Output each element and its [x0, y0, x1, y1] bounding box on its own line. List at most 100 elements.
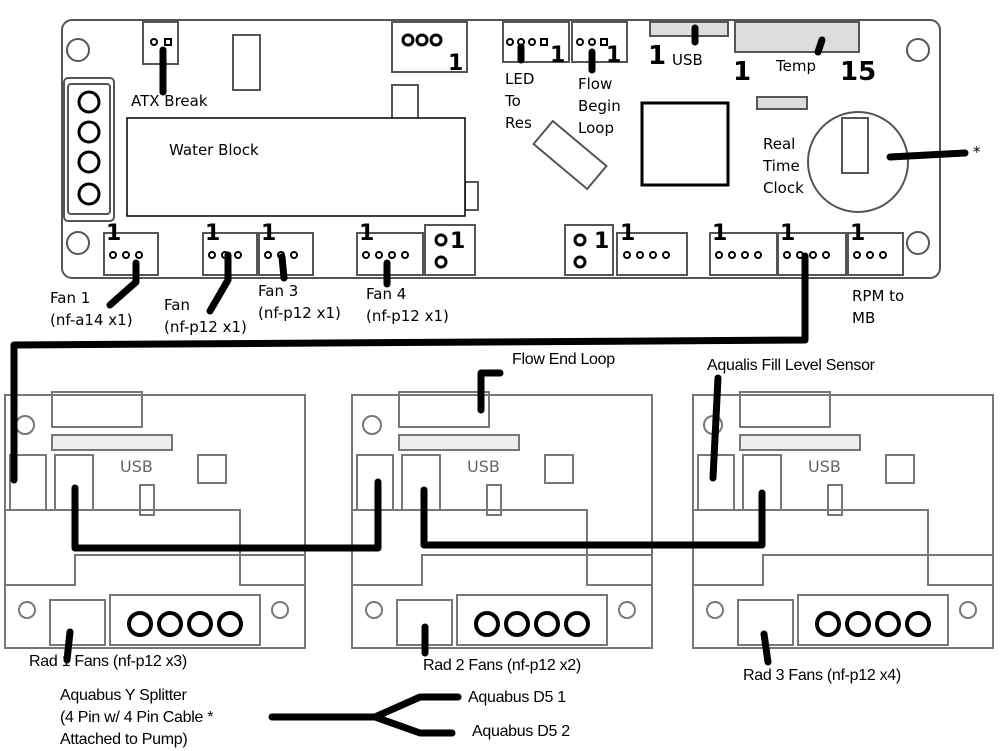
label-line: Begin	[578, 97, 621, 115]
power-connector-inner	[67, 83, 111, 215]
flow-begin-loop-label: Flow Begin Loop	[578, 73, 621, 139]
fan-name: Fan 4	[366, 285, 407, 303]
rad3-fans-label: Rad 3 Fans (nf-p12 x4)	[743, 667, 901, 684]
power-pins	[77, 33, 443, 206]
label-line: MB	[852, 309, 876, 327]
pin1-marker: 1	[648, 41, 666, 71]
connector-pins	[109, 38, 887, 269]
mount-hole	[66, 231, 90, 255]
fan4-label: Fan 4 (nf-p12 x1)	[366, 283, 449, 327]
flow-end-loop-label: Flow End Loop	[512, 351, 615, 368]
usb-label: USB	[672, 51, 703, 69]
component	[232, 34, 261, 91]
aqualis-fill-level-sensor-label: Aqualis Fill Level Sensor	[707, 357, 875, 374]
label-line: Clock	[763, 179, 804, 197]
rad1-fans-label: Rad 1 Fans (nf-p12 x3)	[29, 653, 187, 670]
rtc-battery	[807, 111, 909, 213]
wire-y-splitter	[268, 693, 462, 737]
rad2-fans-label: Rad 2 Fans (nf-p12 x2)	[423, 657, 581, 674]
aquabus-d5-2-label: Aquabus D5 2	[472, 723, 570, 740]
real-time-clock-label: Real Time Clock	[763, 133, 804, 199]
top-3pin-connector	[391, 21, 468, 73]
label-line: (4 Pin w/ 4 Pin Cable *	[60, 709, 214, 726]
pin1-marker: 1	[550, 43, 565, 68]
fan2-label: Fan (nf-p12 x1)	[164, 294, 247, 338]
mount-hole	[906, 38, 930, 62]
module-3	[692, 391, 994, 649]
label-line: Flow	[578, 75, 613, 93]
fan-model: (nf-a14 x1)	[50, 311, 133, 329]
2pin-connector	[424, 224, 476, 276]
wire-flow-end	[477, 369, 504, 414]
module-2	[351, 391, 653, 649]
led-to-res-label: LED To Res	[505, 68, 534, 134]
label-line: Res	[505, 114, 532, 132]
aquabus-d5-1-label: Aquabus D5 1	[468, 689, 566, 706]
component	[464, 181, 479, 211]
pin1-marker: 1	[620, 221, 635, 246]
pin1-marker: 1	[712, 221, 727, 246]
module-usb-label: USB	[808, 457, 841, 476]
label-line: Real	[763, 135, 796, 153]
4pin-connector	[616, 232, 688, 276]
wire-aqualis	[709, 374, 722, 482]
fan-model: (nf-p12 x1)	[366, 307, 449, 325]
module-usb-label: USB	[120, 457, 153, 476]
fan-name: Fan 3	[258, 282, 299, 300]
water-block	[126, 117, 466, 217]
label-line: Loop	[578, 119, 614, 137]
pin1-marker: 1	[850, 221, 865, 246]
wire-fan3	[278, 253, 288, 282]
controller-board	[61, 19, 941, 279]
wire-rtc	[886, 149, 969, 161]
fan-name: Fan 1	[50, 289, 91, 307]
label-line: RPM to	[852, 287, 905, 305]
module-usb-label: USB	[467, 457, 500, 476]
fan-name: Fan	[164, 296, 190, 314]
asterisk-label: *	[973, 143, 981, 161]
pin1-marker: 1	[450, 229, 465, 254]
mount-hole	[906, 231, 930, 255]
wire-module1-module2	[71, 478, 382, 552]
pin1-marker: 1	[594, 229, 609, 254]
pin15-marker: 15	[840, 57, 876, 87]
rpm-to-mb-label: RPM to MB	[852, 285, 904, 329]
wire-aquabus-main	[10, 252, 809, 484]
pin1-marker: 1	[448, 51, 463, 76]
power-connector	[63, 77, 115, 222]
water-block-label: Water Block	[169, 141, 259, 159]
aquabus-y-splitter-label: Aquabus Y Splitter (4 Pin w/ 4 Pin Cable…	[60, 685, 213, 751]
chip	[640, 101, 730, 187]
flow-begin-connector	[571, 21, 628, 63]
label-line: Time	[763, 157, 800, 175]
wire-rad3	[760, 630, 772, 666]
pin1-marker: 1	[780, 221, 795, 246]
fan-model: (nf-p12 x1)	[164, 318, 247, 336]
label-line: LED	[505, 70, 535, 88]
pin1-marker: 1	[106, 221, 121, 246]
wire-fan2	[206, 251, 232, 315]
crystal	[532, 119, 608, 191]
fan-model: (nf-p12 x1)	[258, 304, 341, 322]
label-line: To	[505, 92, 521, 110]
label-line: Aquabus Y Splitter	[60, 687, 187, 704]
aquabus-connector	[777, 232, 847, 276]
pin1-marker: 1	[359, 221, 374, 246]
wire-fan1	[106, 259, 140, 309]
wire-rad1	[63, 628, 74, 664]
rtc-connector	[841, 117, 869, 174]
fan3-label: Fan 3 (nf-p12 x1)	[258, 280, 341, 324]
atx-break-label: ATX Break	[131, 92, 208, 110]
rpm-to-mb-connector	[847, 232, 904, 276]
small-header	[756, 96, 808, 110]
pin1-marker: 1	[261, 221, 276, 246]
mount-hole	[66, 38, 90, 62]
pin1-marker: 1	[733, 57, 751, 87]
module-1	[4, 391, 306, 649]
temp-header	[734, 21, 860, 53]
usb-header	[649, 21, 729, 37]
wire-temp	[814, 36, 826, 56]
wire-module2-module3	[420, 486, 766, 549]
fan1-connector	[103, 232, 159, 276]
